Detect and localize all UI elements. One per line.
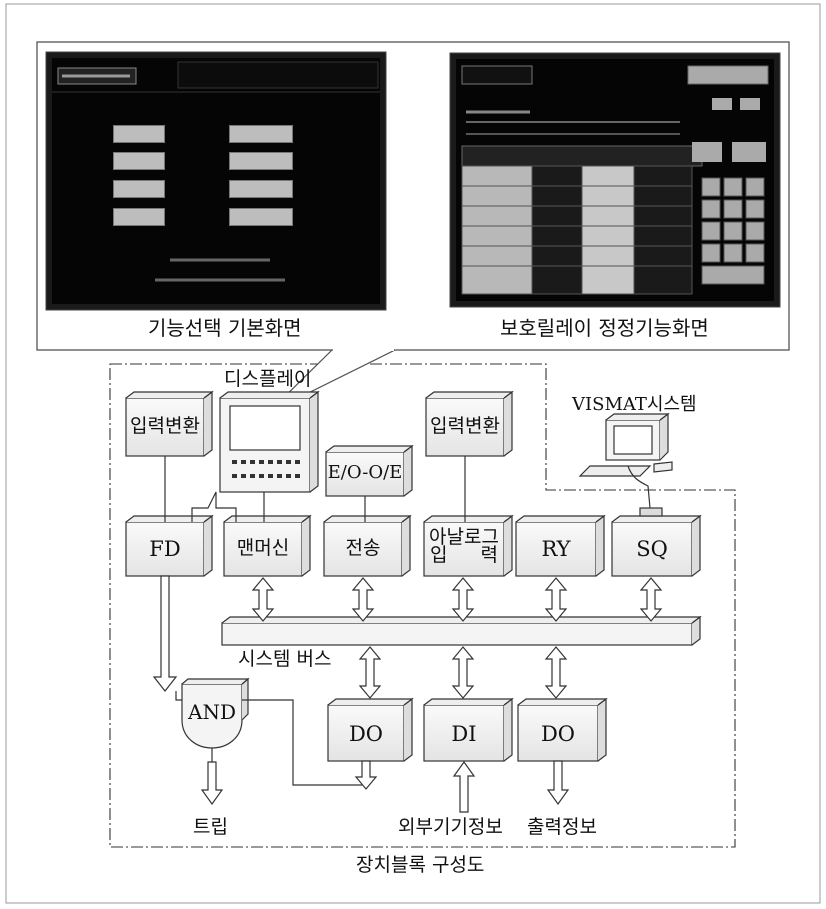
transmission-block: 전송 xyxy=(345,537,381,559)
left-screen-shot xyxy=(45,51,387,311)
di-block: DI xyxy=(451,722,477,746)
trip-label: 트립 xyxy=(193,816,228,838)
system-boundary xyxy=(109,363,736,848)
menu-button-7 xyxy=(113,208,165,226)
output-info-label: 출력정보 xyxy=(527,816,597,838)
menu-button-4 xyxy=(229,152,293,170)
page-frame xyxy=(5,3,821,904)
fd-block: FD xyxy=(149,537,181,561)
menu-button-3 xyxy=(113,152,165,170)
menu-button-1 xyxy=(113,125,165,143)
diagram-caption: 장치블록 구성도 xyxy=(356,854,485,876)
system-bus xyxy=(221,615,702,646)
input-converter-right: 입력변환 xyxy=(430,415,500,437)
analog-input-line1: 아날로그 xyxy=(429,526,499,548)
display-label: 디스플레이 xyxy=(224,368,312,390)
and-gate-label: AND xyxy=(188,700,236,724)
left-screen-caption: 기능선택 기본화면 xyxy=(148,316,302,340)
right-screen-shot xyxy=(449,52,781,308)
menu-button-8 xyxy=(229,208,293,226)
external-device-info-label: 외부기기정보 xyxy=(398,816,503,838)
ry-block: RY xyxy=(541,537,571,561)
menu-button-5 xyxy=(113,180,165,198)
display-monitor-icon xyxy=(219,390,320,493)
vismat-system-label: VISMAT시스템 xyxy=(572,394,697,415)
system-bus-label: 시스템 버스 xyxy=(238,648,332,670)
right-screen-caption: 보호릴레이 정정기능화면 xyxy=(500,316,709,340)
sq-block: SQ xyxy=(636,537,668,561)
analog-input-line2-b: 력 xyxy=(480,544,498,566)
eo-oe-converter: E/O-O/E xyxy=(327,462,403,483)
analog-input-block: 아날로그 입 력 xyxy=(424,526,504,566)
analog-input-line2-a: 입 xyxy=(430,544,448,566)
vismat-computer-icon xyxy=(578,412,673,517)
do-right-block: DO xyxy=(540,722,576,746)
menu-button-2 xyxy=(229,125,293,143)
menu-button-6 xyxy=(229,180,293,198)
man-machine-block: 맨머신 xyxy=(236,537,290,559)
input-converter-left: 입력변환 xyxy=(130,415,200,437)
do-left-block: DO xyxy=(348,722,384,746)
screens-frame xyxy=(36,41,790,351)
